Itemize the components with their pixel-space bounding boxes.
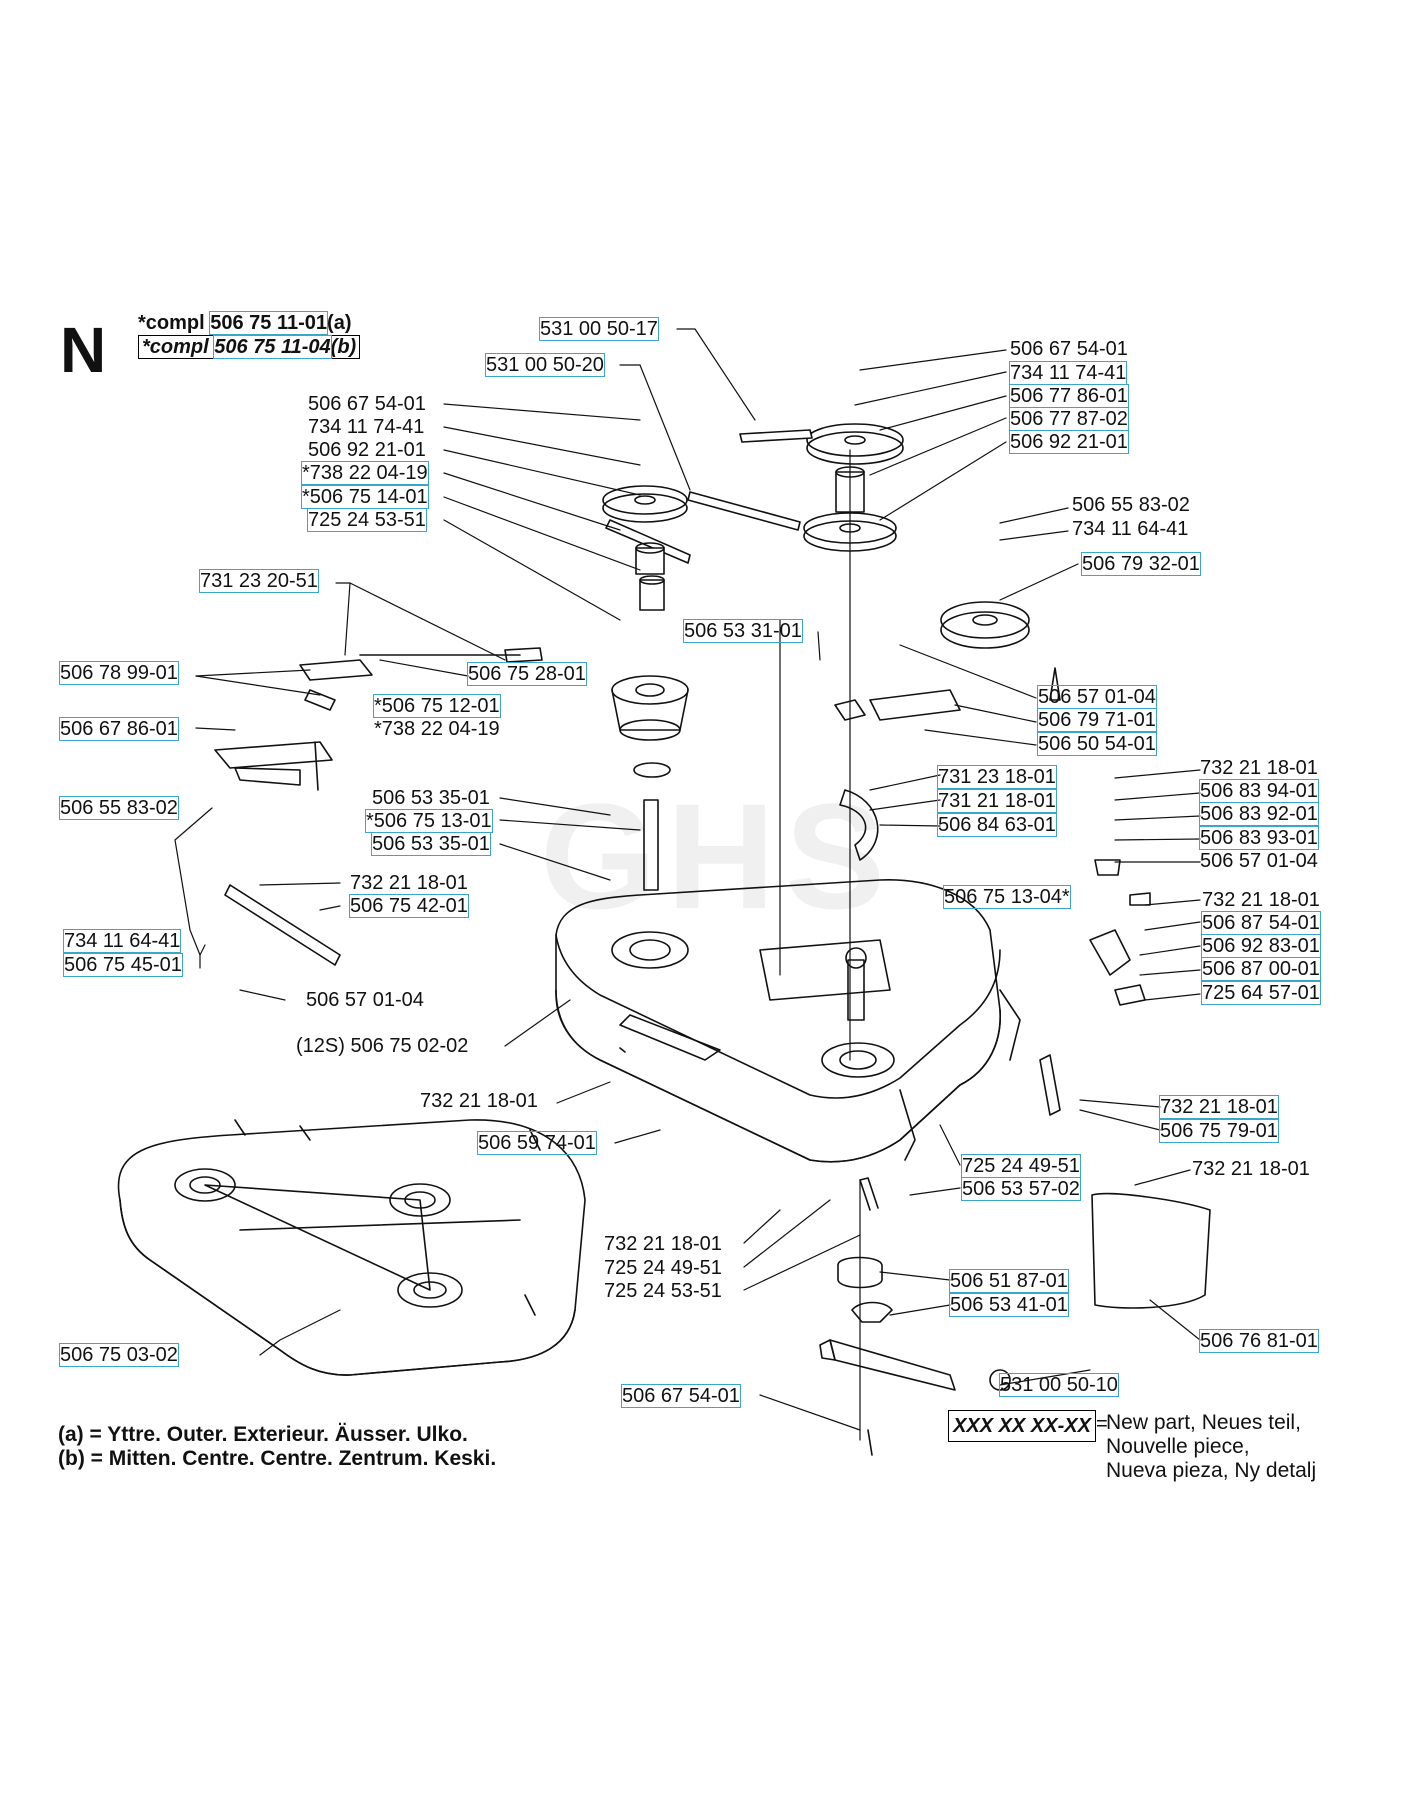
- spindle-housing: [611, 675, 689, 891]
- part-label[interactable]: 506 67 54-01: [308, 393, 426, 415]
- part-label[interactable]: 506 75 28-01: [467, 662, 587, 686]
- part-label[interactable]: 506 67 54-01: [1010, 338, 1128, 360]
- part-label[interactable]: 734 11 74-41: [1008, 361, 1128, 385]
- part-label[interactable]: 531 00 50-10: [999, 1373, 1119, 1397]
- part-label[interactable]: 506 57 01-04: [1200, 850, 1318, 872]
- part-label[interactable]: 506 78 99-01: [59, 661, 179, 685]
- part-label[interactable]: 506 75 42-01: [349, 894, 469, 918]
- new-part-description: New part, Neues teil, Nouvelle piece, Nu…: [1106, 1411, 1316, 1483]
- part-label[interactable]: 506 53 41-01: [949, 1293, 1069, 1317]
- new-part-line: New part, Neues teil,: [1106, 1411, 1301, 1434]
- part-label[interactable]: 531 00 50-17: [539, 317, 659, 341]
- legend-outer: (a) = Yttre. Outer. Exterieur. Äusser. U…: [58, 1423, 468, 1446]
- assembly-centre-code[interactable]: 506 75 11-04: [213, 335, 332, 359]
- part-label[interactable]: *738 22 04-19: [374, 718, 500, 740]
- new-part-line: Nouvelle piece,: [1106, 1435, 1250, 1458]
- part-label[interactable]: 506 83 92-01: [1199, 802, 1319, 826]
- part-label[interactable]: 506 53 57-02: [961, 1177, 1081, 1201]
- part-label[interactable]: 506 53 35-01: [371, 832, 491, 856]
- part-label[interactable]: 506 57 01-04: [1037, 685, 1157, 709]
- part-label[interactable]: 506 77 87-02: [1009, 407, 1129, 431]
- assembly-suffix: (a): [327, 312, 352, 334]
- new-part-line: Nueva pieza, Ny detalj: [1106, 1459, 1317, 1482]
- part-label[interactable]: 725 24 49-51: [961, 1154, 1081, 1178]
- part-label[interactable]: 725 24 53-51: [307, 508, 427, 532]
- assembly-centre: *compl 506 75 11-04(b): [138, 335, 361, 359]
- part-label[interactable]: 734 11 64-41: [1072, 518, 1189, 540]
- part-label[interactable]: 506 92 83-01: [1201, 934, 1321, 958]
- part-label[interactable]: 506 55 83-02: [1072, 494, 1190, 516]
- part-label[interactable]: 725 24 53-51: [604, 1280, 722, 1302]
- part-label[interactable]: 506 59 74-01: [477, 1131, 597, 1155]
- part-label[interactable]: 506 67 86-01: [59, 717, 179, 741]
- part-label[interactable]: *506 75 13-01: [365, 809, 493, 833]
- part-label[interactable]: 732 21 18-01: [1200, 757, 1318, 779]
- part-label[interactable]: 506 50 54-01: [1037, 732, 1157, 756]
- new-part-code-box: XXX XX XX-XX: [948, 1410, 1096, 1442]
- part-label[interactable]: 506 92 21-01: [308, 439, 426, 461]
- part-label[interactable]: 725 24 49-51: [604, 1257, 722, 1279]
- part-label[interactable]: 531 00 50-20: [485, 353, 605, 377]
- new-part-equals: =: [1096, 1413, 1108, 1435]
- part-label[interactable]: 506 53 35-01: [372, 787, 490, 809]
- assembly-prefix: *compl: [138, 312, 211, 334]
- part-label[interactable]: (12S) 506 75 02-02: [296, 1035, 469, 1057]
- hardware: [214, 647, 1211, 1456]
- part-label[interactable]: 732 21 18-01: [1192, 1158, 1310, 1180]
- part-label[interactable]: 732 21 18-01: [350, 872, 468, 894]
- part-label[interactable]: 506 75 03-02: [59, 1343, 179, 1367]
- part-label[interactable]: 732 21 18-01: [1202, 889, 1320, 911]
- part-label[interactable]: *738 22 04-19: [301, 461, 429, 485]
- part-label[interactable]: 506 87 00-01: [1201, 957, 1321, 981]
- part-label[interactable]: 506 92 21-01: [1009, 430, 1129, 454]
- assembly-outer-code[interactable]: 506 75 11-01: [209, 311, 329, 335]
- part-label[interactable]: 506 57 01-04: [306, 989, 424, 1011]
- part-label[interactable]: *506 75 12-01: [373, 694, 501, 718]
- part-label[interactable]: 506 79 71-01: [1037, 708, 1157, 732]
- part-label[interactable]: 506 79 32-01: [1081, 552, 1201, 576]
- part-label[interactable]: 731 23 18-01: [937, 765, 1057, 789]
- assembly-suffix: (b): [330, 336, 357, 358]
- pulley-assembly: [602, 423, 1030, 649]
- part-label[interactable]: 731 21 18-01: [937, 789, 1057, 813]
- assembly-outer: *compl 506 75 11-01(a): [138, 311, 352, 335]
- section-letter: N: [60, 314, 107, 386]
- part-label[interactable]: 506 75 79-01: [1159, 1119, 1279, 1143]
- part-label[interactable]: 506 51 87-01: [949, 1269, 1069, 1293]
- part-label[interactable]: 506 53 31-01: [683, 619, 803, 643]
- part-label[interactable]: 506 83 94-01: [1199, 779, 1319, 803]
- part-label[interactable]: 506 83 93-01: [1199, 826, 1319, 850]
- part-label[interactable]: 506 77 86-01: [1009, 384, 1129, 408]
- lower-deck-shield: [117, 1119, 586, 1376]
- part-label[interactable]: 506 75 13-04*: [943, 885, 1071, 909]
- watermark: GHS: [540, 772, 896, 940]
- part-label[interactable]: 734 11 74-41: [308, 416, 425, 438]
- part-label[interactable]: 732 21 18-01: [1159, 1095, 1279, 1119]
- part-label[interactable]: 506 55 83-02: [59, 796, 179, 820]
- leader-lines: [174, 328, 1201, 1441]
- part-label[interactable]: 506 67 54-01: [621, 1384, 741, 1408]
- part-label[interactable]: 506 84 63-01: [937, 813, 1057, 837]
- part-label[interactable]: 506 87 54-01: [1201, 911, 1321, 935]
- legend-centre: (b) = Mitten. Centre. Centre. Zentrum. K…: [58, 1447, 497, 1470]
- upper-deck-housing: [555, 879, 1021, 1163]
- part-label[interactable]: 732 21 18-01: [604, 1233, 722, 1255]
- part-label[interactable]: 506 76 81-01: [1199, 1329, 1319, 1353]
- part-label[interactable]: 731 23 20-51: [199, 569, 319, 593]
- part-label[interactable]: 725 64 57-01: [1201, 981, 1321, 1005]
- part-label[interactable]: 732 21 18-01: [420, 1090, 538, 1112]
- assembly-prefix: *compl: [142, 336, 215, 358]
- part-label[interactable]: *506 75 14-01: [301, 485, 429, 509]
- part-label[interactable]: 506 75 45-01: [63, 953, 183, 977]
- part-label[interactable]: 734 11 64-41: [62, 929, 182, 953]
